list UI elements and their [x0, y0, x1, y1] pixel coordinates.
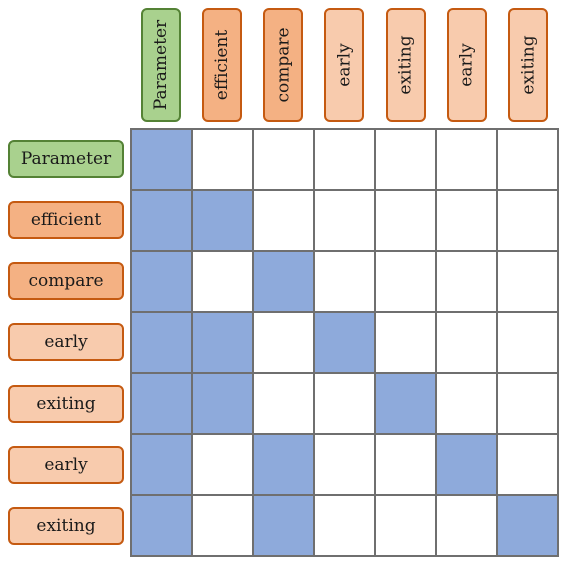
mask-cell-hidden	[497, 129, 558, 190]
mask-cell-visible	[131, 251, 192, 312]
mask-cell-hidden	[436, 129, 497, 190]
column-token-text: exiting	[518, 35, 539, 95]
row-token-text: efficient	[30, 209, 102, 230]
mask-cell-visible	[436, 434, 497, 495]
column-token-4: early	[324, 8, 365, 122]
mask-cell-hidden	[375, 312, 436, 373]
mask-cell-hidden	[436, 251, 497, 312]
row-token-3: compare	[8, 262, 124, 301]
row-token-text: exiting	[36, 516, 96, 537]
column-token-7: exiting	[508, 8, 549, 122]
row-token-7: exiting	[8, 507, 124, 546]
mask-cell-visible	[131, 129, 192, 190]
column-token-6: early	[447, 8, 488, 122]
mask-cell-hidden	[436, 312, 497, 373]
mask-cell-visible	[192, 190, 253, 251]
column-token-text: early	[334, 43, 355, 87]
mask-cell-visible	[131, 190, 192, 251]
mask-cell-hidden	[192, 251, 253, 312]
row-token-1: Parameter	[8, 139, 124, 178]
mask-cell-hidden	[497, 251, 558, 312]
column-token-text: exiting	[395, 35, 416, 95]
column-token-3: compare	[263, 8, 304, 122]
mask-cell-visible	[192, 312, 253, 373]
mask-cell-visible	[253, 495, 314, 556]
mask-cell-hidden	[314, 434, 375, 495]
column-token-2: efficient	[201, 8, 242, 122]
row-token-text: early	[44, 332, 88, 353]
mask-cell-hidden	[497, 434, 558, 495]
mask-cell-hidden	[375, 251, 436, 312]
row-token-4: early	[8, 323, 124, 362]
mask-cell-hidden	[436, 495, 497, 556]
mask-cell-hidden	[497, 373, 558, 434]
mask-cell-hidden	[375, 495, 436, 556]
mask-cell-hidden	[497, 312, 558, 373]
column-token-text: compare	[273, 27, 294, 103]
mask-cell-hidden	[314, 129, 375, 190]
attention-mask-grid	[130, 128, 559, 557]
mask-cell-visible	[375, 373, 436, 434]
mask-cell-hidden	[253, 190, 314, 251]
mask-cell-visible	[131, 373, 192, 434]
column-token-text: efficient	[211, 29, 232, 101]
mask-cell-visible	[314, 312, 375, 373]
mask-cell-hidden	[375, 434, 436, 495]
mask-cell-hidden	[253, 312, 314, 373]
column-token-text: Parameter	[150, 19, 171, 111]
mask-cell-hidden	[192, 129, 253, 190]
mask-cell-hidden	[375, 190, 436, 251]
mask-cell-hidden	[253, 373, 314, 434]
column-token-1: Parameter	[140, 8, 181, 122]
mask-cell-visible	[131, 495, 192, 556]
mask-cell-visible	[253, 434, 314, 495]
mask-cell-hidden	[314, 495, 375, 556]
mask-cell-hidden	[253, 129, 314, 190]
column-token-text: early	[457, 43, 478, 87]
column-token-5: exiting	[385, 8, 426, 122]
mask-cell-hidden	[497, 190, 558, 251]
row-token-text: compare	[28, 271, 104, 292]
row-token-6: early	[8, 446, 124, 485]
mask-cell-hidden	[436, 190, 497, 251]
row-token-text: early	[44, 455, 88, 476]
mask-cell-hidden	[436, 373, 497, 434]
row-token-2: efficient	[8, 200, 124, 239]
mask-cell-hidden	[314, 251, 375, 312]
row-token-text: exiting	[36, 393, 96, 414]
row-token-text: Parameter	[20, 148, 112, 169]
mask-cell-hidden	[375, 129, 436, 190]
mask-cell-hidden	[192, 434, 253, 495]
mask-cell-visible	[253, 251, 314, 312]
mask-cell-visible	[192, 373, 253, 434]
mask-cell-visible	[497, 495, 558, 556]
mask-cell-visible	[131, 434, 192, 495]
row-token-5: exiting	[8, 384, 124, 423]
mask-cell-hidden	[192, 495, 253, 556]
mask-cell-hidden	[314, 190, 375, 251]
mask-cell-hidden	[314, 373, 375, 434]
mask-cell-visible	[131, 312, 192, 373]
